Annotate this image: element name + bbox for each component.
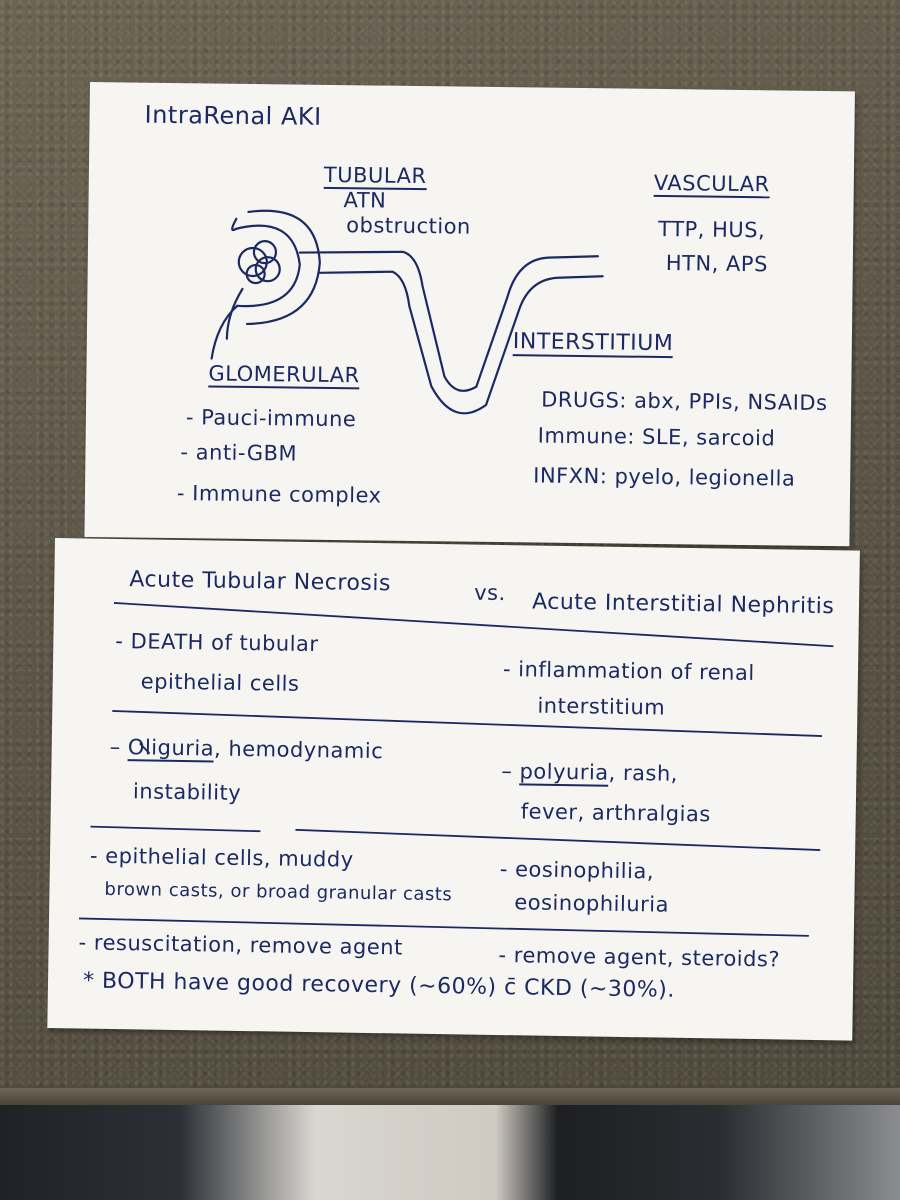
- vascular-line: HTN, APS: [665, 251, 769, 277]
- ruled-lines: [79, 602, 834, 937]
- ain-row1-line: - inflammation of renal: [502, 657, 755, 686]
- ain-title: Acute Interstitial Nephritis: [531, 589, 835, 620]
- tubular-item: obstruction: [346, 213, 471, 239]
- ain-row3-line: - eosinophilia,: [499, 857, 655, 884]
- glomerular-line: - anti-GBM: [180, 440, 298, 466]
- index-card-intrarenal-aki: IntraRenal AKI TUBULAR ATN obstruction V…: [84, 82, 855, 547]
- oliguria-underlined: Oliguria: [127, 735, 215, 763]
- ain-row1-line: interstitium: [537, 693, 666, 720]
- polyuria-underlined: polyuria: [519, 759, 609, 787]
- atn-title: Acute Tubular Necrosis: [129, 567, 392, 597]
- vascular-heading: VASCULAR: [653, 170, 770, 199]
- atn-row3-line: - epithelial cells, muddy: [89, 843, 354, 872]
- index-card-atn-vs-ain: Acute Tubular Necrosis vs. Acute Interst…: [47, 538, 860, 1041]
- tubular-heading: TUBULAR: [323, 162, 427, 191]
- interstitium-line: INFXN: pyelo, legionella: [533, 463, 796, 491]
- interstitium-heading: INTERSTITIUM: [512, 329, 674, 359]
- atn-row1-line: epithelial cells: [140, 669, 300, 696]
- card-title: IntraRenal AKI: [144, 100, 322, 131]
- atn-row2-line2: instability: [132, 779, 242, 805]
- atn-row1-line: - DEATH of tubular: [115, 628, 319, 657]
- table-edge: [0, 1088, 900, 1110]
- interstitium-line: DRUGS: abx, PPIs, NSAIDs: [541, 387, 828, 416]
- vs-label: vs.: [474, 580, 506, 606]
- ain-row3-line: eosinophiluria: [514, 890, 670, 917]
- interstitium-line: Immune: SLE, sarcoid: [537, 423, 776, 451]
- atn-row2-rest: , hemodynamic: [213, 736, 384, 764]
- vascular-line: TTP, HUS,: [658, 216, 766, 243]
- ain-row2-line: – polyuria, rash,: [501, 759, 679, 787]
- ain-row4-line: - remove agent, steroids?: [498, 943, 781, 972]
- atn-row4-line: - resuscitation, remove agent: [78, 930, 403, 960]
- glomerular-line: - Pauci-immune: [185, 405, 357, 432]
- ain-row2-rest: , rash,: [608, 760, 679, 786]
- atn-row2-line: – Oliguria, hemodynamic: [109, 734, 384, 764]
- floor: [0, 1105, 900, 1200]
- nephron-drawing: [210, 209, 604, 415]
- ain-row2-line2: fever, arthralgias: [520, 799, 711, 827]
- glomerular-line: - Immune complex: [176, 481, 382, 508]
- tubular-item: ATN: [343, 188, 387, 213]
- glomerular-heading: GLOMERULAR: [208, 361, 360, 390]
